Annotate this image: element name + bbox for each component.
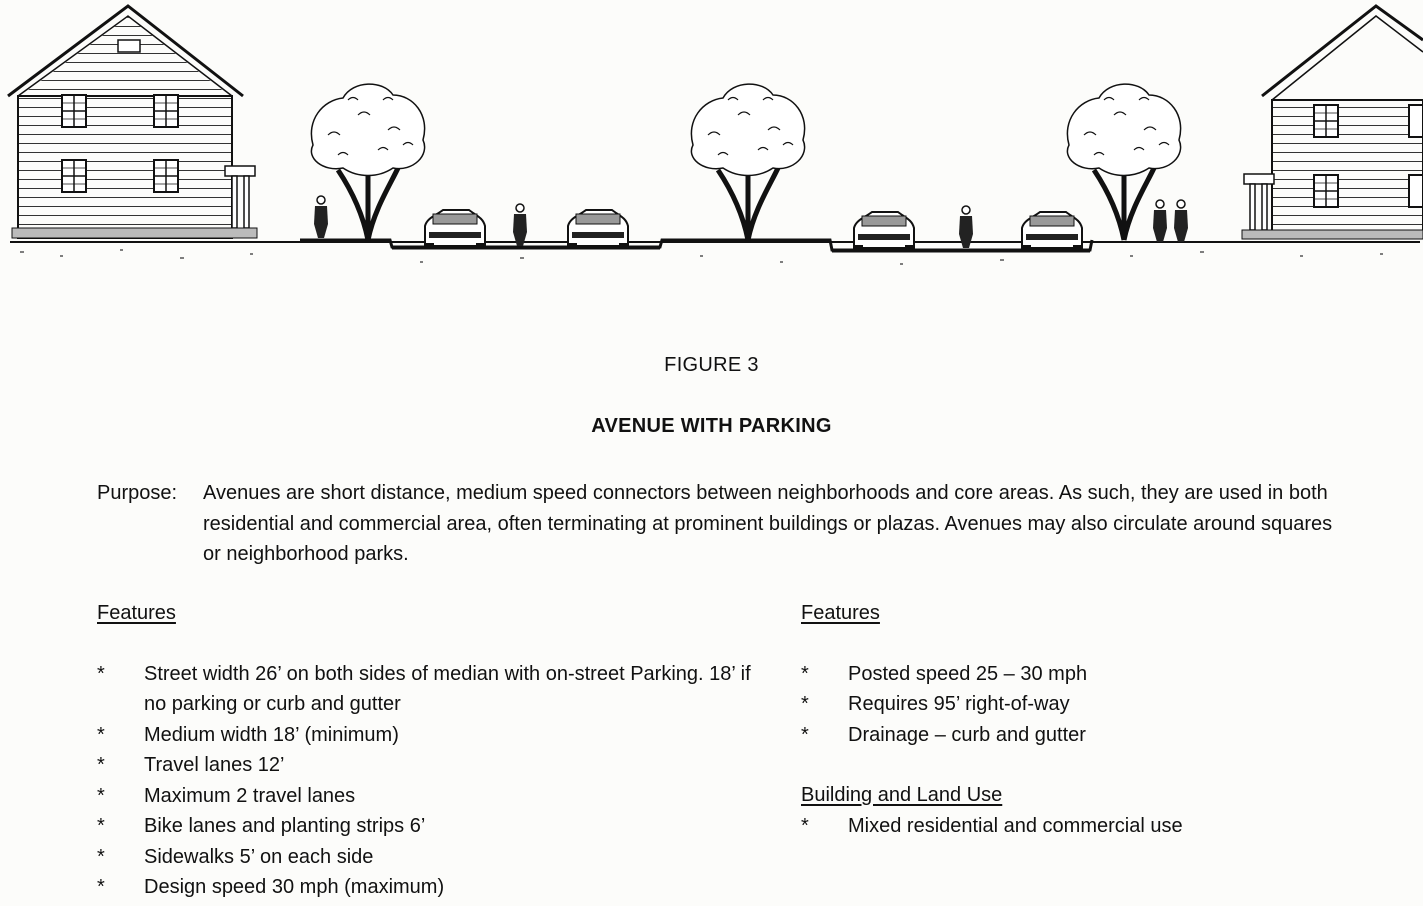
- building-land-use-heading: Building and Land Use: [801, 784, 1003, 806]
- features-list-left: *Street width 26’ on both sides of media…: [97, 659, 777, 903]
- list-item: *Posted speed 25 – 30 mph: [801, 659, 1401, 690]
- list-item: *Sidewalks 5’ on each side: [97, 842, 777, 873]
- list-item: *Requires 95’ right-of-way: [801, 689, 1401, 720]
- figure-number: FIGURE 3: [664, 354, 759, 376]
- land-use-list: *Mixed residential and commercial use: [801, 811, 1401, 842]
- bullet-star: *: [97, 662, 105, 685]
- purpose-text: Avenues are short distance, medium speed…: [203, 482, 1333, 565]
- bullet-star: *: [97, 784, 105, 807]
- features-list-right: *Posted speed 25 – 30 mph *Requires 95’ …: [801, 659, 1401, 751]
- features-heading-left: Features: [97, 602, 176, 624]
- list-item: *Street width 26’ on both sides of media…: [97, 659, 777, 720]
- list-item: *Maximum 2 travel lanes: [97, 781, 777, 812]
- purpose-paragraph: Purpose: Avenues are short distance, med…: [97, 478, 1337, 570]
- figure-title: AVENUE WITH PARKING: [591, 415, 832, 437]
- bullet-star: *: [97, 815, 105, 837]
- bullet-star: *: [97, 876, 105, 898]
- purpose-label: Purpose:: [97, 482, 178, 504]
- features-left-column: Features *Street width 26’ on both sides…: [97, 598, 777, 903]
- features-heading-right: Features: [801, 602, 880, 624]
- bullet-star: *: [97, 754, 105, 776]
- bullet-star: *: [801, 723, 809, 746]
- bullet-star: *: [97, 723, 105, 746]
- list-item: *Bike lanes and planting strips 6’: [97, 811, 777, 842]
- features-right-column: Features *Posted speed 25 – 30 mph *Requ…: [801, 598, 1401, 841]
- street-cross-section-drawing: [7, 4, 1423, 265]
- bullet-star: *: [801, 814, 809, 837]
- bullet-star: *: [97, 845, 105, 868]
- list-item: *Travel lanes 12’: [97, 750, 777, 781]
- bullet-star: *: [801, 693, 809, 715]
- list-item: *Mixed residential and commercial use: [801, 811, 1401, 842]
- list-item: *Design speed 30 mph (maximum): [97, 872, 777, 903]
- list-item: *Drainage – curb and gutter: [801, 720, 1401, 751]
- bullet-star: *: [801, 662, 809, 685]
- list-item: *Medium width 18’ (minimum): [97, 720, 777, 751]
